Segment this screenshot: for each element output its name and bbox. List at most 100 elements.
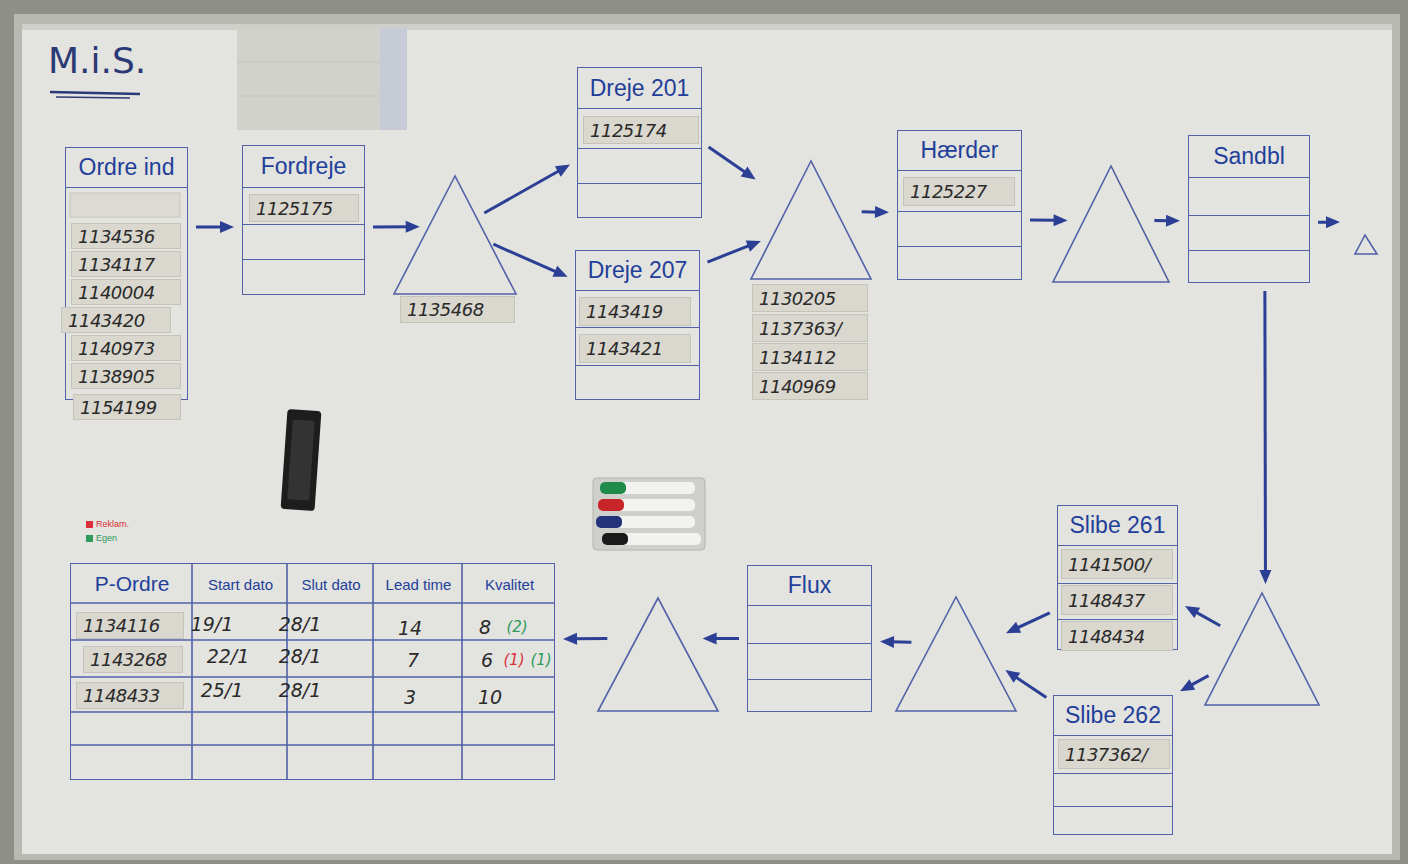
order-number: 1130205 — [759, 288, 836, 309]
flow-arrow — [373, 221, 420, 233]
box-header: Slibe 262 — [1054, 696, 1172, 736]
table-cell: 28/1 — [279, 679, 322, 701]
table-header: Start dato — [208, 576, 273, 593]
board-frame — [14, 14, 1400, 860]
flow-arrow — [707, 241, 760, 263]
order-card: 1134116 — [76, 612, 184, 639]
box-title: Dreje 201 — [590, 75, 690, 102]
legend-text: Egen — [96, 533, 117, 543]
triangle-shape — [1205, 593, 1319, 705]
inventory-triangle — [895, 596, 1017, 712]
order-number: 1125174 — [590, 120, 667, 141]
box-header: Dreje 207 — [576, 251, 699, 291]
order-number: 1134112 — [759, 347, 836, 368]
inventory-triangle: 11302051137363/11341121140969 — [750, 160, 872, 280]
triangle-outline — [895, 596, 1017, 712]
process-box: Dreje 201 1125174 — [577, 67, 702, 218]
order-card: 1148437 — [1061, 585, 1173, 615]
marker — [600, 482, 695, 494]
marker — [596, 516, 695, 528]
table-cell: 19/1 — [191, 613, 234, 635]
triangle-shape — [598, 598, 718, 711]
order-number: 1143419 — [586, 301, 663, 322]
order-number: 1141500/ — [1068, 554, 1150, 575]
order-number: 1154199 — [80, 397, 157, 418]
order-number: 1148437 — [1068, 590, 1145, 611]
paper-edge — [237, 96, 380, 97]
order-number: 1134116 — [83, 615, 160, 636]
arrow-head — [875, 206, 889, 218]
box-header: Flux — [748, 566, 871, 606]
box-title: Dreje 207 — [588, 257, 688, 284]
inventory-triangle — [1204, 592, 1320, 706]
order-number: 1135468 — [407, 299, 484, 320]
order-card: 1143419 — [579, 297, 691, 326]
legend: Reklam.Egen — [86, 517, 129, 545]
grid-line — [70, 639, 555, 641]
arrow-shaft — [373, 225, 410, 228]
arrow-head — [1054, 214, 1068, 226]
table-cell: 8 — [479, 616, 491, 638]
box-header: Slibe 261 — [1058, 506, 1177, 546]
order-card: 1137363/ — [752, 314, 868, 342]
slot-line — [1058, 583, 1177, 584]
arrow-head — [741, 167, 756, 180]
paper-edge — [237, 62, 380, 63]
flow-arrow — [1180, 676, 1209, 692]
slot-line — [1058, 619, 1177, 620]
arrow-shaft — [1014, 676, 1047, 698]
flow-arrow — [563, 633, 607, 645]
slot-line — [748, 679, 871, 680]
process-box: Flux — [747, 565, 872, 712]
flow-arrow — [1259, 291, 1271, 584]
order-card: 1125227 — [903, 177, 1015, 206]
flow-arrow — [880, 636, 911, 648]
marker-cap — [600, 482, 626, 494]
inventory-triangle — [1052, 165, 1170, 283]
flow-arrow — [1030, 214, 1068, 226]
box-title: Fordreje — [261, 153, 347, 180]
order-card: 1125175 — [249, 194, 359, 222]
box-title: Slibe 262 — [1065, 702, 1161, 729]
order-number: 1138905 — [78, 366, 155, 387]
marker — [602, 533, 701, 545]
triangle-shape — [896, 597, 1016, 711]
table-cell: 3 — [404, 686, 416, 708]
grid-line — [191, 563, 193, 780]
arrow-head — [703, 632, 717, 644]
order-number: 1140969 — [759, 376, 836, 397]
triangle-shape — [751, 161, 871, 279]
box-header: Fordreje — [243, 146, 364, 188]
order-card: 1143268 — [83, 646, 183, 673]
grid-line — [70, 602, 555, 604]
order-number: 1143421 — [586, 338, 663, 359]
box-header: Dreje 201 — [578, 68, 701, 109]
order-card: 1134112 — [752, 343, 868, 371]
slot-line — [898, 211, 1021, 212]
table-cell: 6 — [481, 649, 493, 671]
arrow-head — [1185, 606, 1200, 618]
table-header: Slut dato — [301, 576, 360, 593]
arrow-head — [552, 266, 567, 277]
flow-arrow — [709, 147, 756, 179]
arrow-shaft — [1194, 611, 1220, 626]
board-title: M.i.S. — [48, 40, 146, 81]
slot-line — [748, 643, 871, 644]
order-number: 1134536 — [78, 226, 155, 247]
order-number: 1125227 — [910, 181, 987, 202]
eraser — [281, 409, 322, 511]
order-card: 1134117 — [71, 251, 181, 277]
eraser-grip — [287, 419, 315, 500]
order-number: 1148433 — [83, 685, 160, 706]
grid-line — [372, 563, 374, 780]
inventory-triangle: 1135468 — [393, 175, 517, 295]
order-card: 1135468 — [400, 296, 515, 323]
box-title: Flux — [788, 572, 831, 599]
eraser-body — [281, 409, 322, 511]
table-cell: 28/1 — [279, 645, 322, 667]
legend-row: Egen — [86, 531, 129, 545]
flow-arrow — [196, 221, 234, 233]
slot-line — [576, 327, 699, 328]
arrow-head — [1006, 622, 1021, 633]
grid-line — [461, 563, 463, 780]
